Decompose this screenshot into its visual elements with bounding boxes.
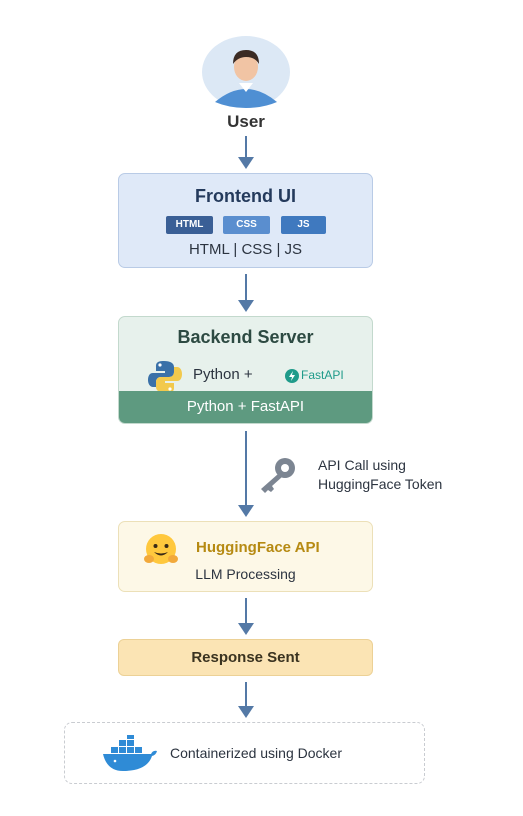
response-label: Response Sent [191, 649, 300, 666]
response-sent-box: Response Sent [118, 639, 373, 676]
arrow-user-to-frontend [234, 136, 258, 169]
frontend-subtitle: HTML | CSS | JS [188, 241, 303, 258]
backend-bar-text: Python + FastAPI [186, 398, 305, 415]
huggingface-subtitle: LLM Processing [195, 566, 296, 582]
key-icon [261, 458, 295, 493]
huggingface-title: HuggingFace API [196, 539, 320, 556]
arrow-frontend-to-backend [234, 274, 258, 312]
frontend-ui-box: Frontend UI HTML CSS JS HTML | CSS | JS [118, 173, 373, 268]
user-label: User [227, 112, 265, 131]
huggingface-emoji-icon [144, 534, 178, 564]
backend-footer-bar: Python + FastAPI [119, 391, 372, 423]
user-avatar-icon [202, 36, 290, 108]
fastapi-icon [285, 369, 299, 383]
arrow-backend-to-huggingface [234, 431, 258, 517]
frontend-title: Frontend UI [195, 186, 296, 206]
docker-label: Containerized using Docker [170, 745, 342, 761]
huggingface-api-box: HuggingFace API LLM Processing [118, 521, 373, 592]
backend-server-box: Backend Server Python + FastAPI Python +… [118, 316, 373, 424]
backend-python-text: Python + [193, 366, 253, 383]
js-tag: JS [281, 216, 326, 234]
backend-title: Backend Server [177, 327, 314, 347]
docker-container-box: Containerized using Docker [64, 722, 425, 784]
html-tag: HTML [166, 216, 213, 234]
arrow-huggingface-to-response [234, 598, 258, 635]
docker-whale-icon [103, 735, 157, 771]
css-tag: CSS [223, 216, 270, 234]
api-call-line1: API Call using [318, 457, 406, 473]
api-call-line2: HuggingFace Token [318, 476, 443, 492]
python-logo-icon [148, 361, 182, 393]
fastapi-label: FastAPI [301, 368, 344, 382]
api-call-annotation: API Call using HuggingFace Token [318, 456, 518, 494]
arrow-response-to-docker [234, 682, 258, 718]
